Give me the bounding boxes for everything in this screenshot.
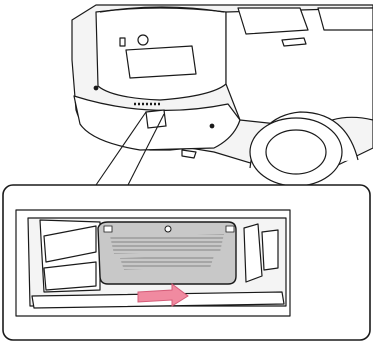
car-rear bbox=[72, 5, 373, 186]
plate-recess bbox=[126, 46, 196, 78]
rear-rim bbox=[266, 130, 326, 174]
key-cylinder bbox=[120, 38, 125, 46]
plate-light-lens bbox=[98, 222, 236, 284]
side-window bbox=[238, 8, 308, 34]
side-window-2 bbox=[318, 8, 373, 30]
lens-center-tab bbox=[165, 226, 171, 232]
lamp-marker bbox=[146, 110, 166, 128]
door-handle bbox=[282, 38, 306, 46]
emblem bbox=[138, 35, 148, 45]
